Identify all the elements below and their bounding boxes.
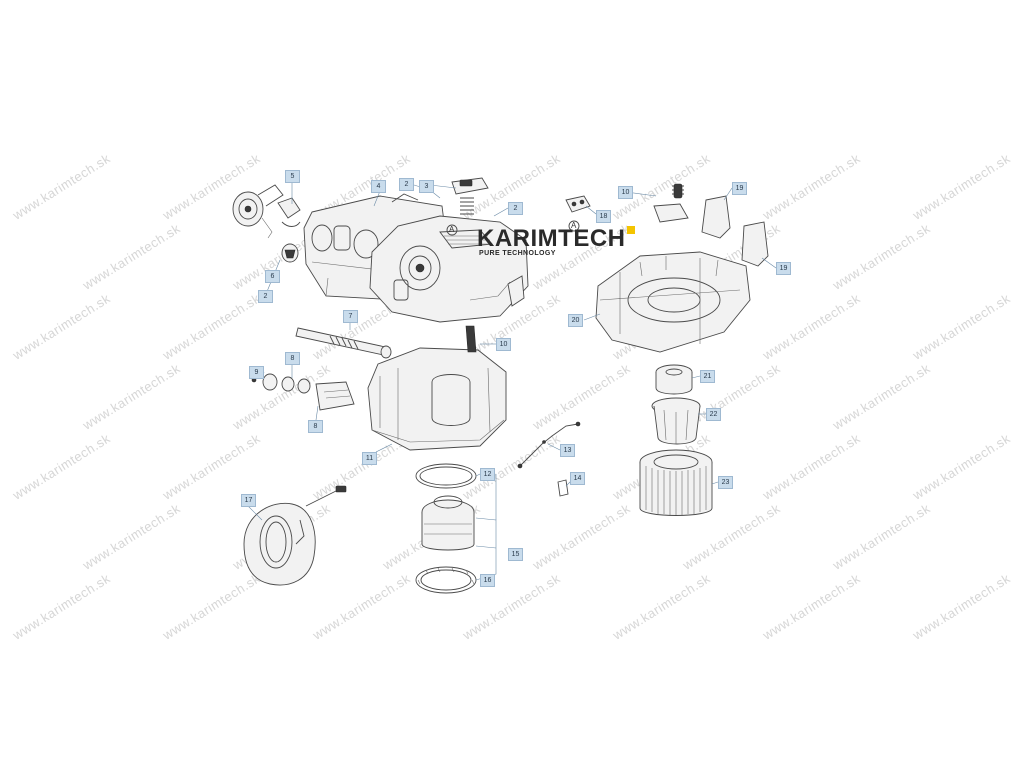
karimtech-logo: KARIMTECH PURE TECHNOLOGY — [477, 225, 635, 257]
callout-10-top: 10 — [618, 186, 633, 199]
part-dial — [281, 243, 299, 263]
callout-19-top: 19 — [732, 182, 747, 195]
part-switch-assembly — [251, 373, 355, 411]
marker-a-right: A — [571, 221, 577, 230]
callout-2-right: 2 — [508, 202, 523, 215]
callout-15: 15 — [508, 548, 523, 561]
callout-8-bottom: 8 — [308, 420, 323, 433]
part-small-clip — [557, 479, 569, 497]
part-filter-basket — [651, 397, 701, 445]
part-seal-ring-top — [415, 463, 477, 489]
part-handle-spring — [451, 177, 489, 215]
part-seal-ring-bottom — [415, 566, 477, 594]
callout-6: 6 — [265, 270, 280, 283]
callout-9: 9 — [249, 366, 264, 379]
part-foam-filter — [655, 364, 693, 395]
part-motor — [421, 495, 475, 551]
part-cartridge-filter — [639, 449, 713, 516]
callout-17: 17 — [241, 494, 256, 507]
part-latch — [565, 183, 689, 223]
part-cable-reel — [243, 485, 347, 586]
callout-16: 16 — [480, 574, 495, 587]
callout-7: 7 — [343, 310, 358, 323]
part-clips — [701, 195, 769, 267]
part-rod-spring — [295, 327, 392, 359]
logo-accent-square — [626, 226, 635, 234]
callout-10-mid: 10 — [496, 338, 511, 351]
callout-2-left: 2 — [258, 290, 273, 303]
callout-2-top: 2 — [399, 178, 414, 191]
callout-19-bottom: 19 — [776, 262, 791, 275]
callout-18: 18 — [596, 210, 611, 223]
callout-5: 5 — [285, 170, 300, 183]
part-marker-a — [446, 220, 580, 236]
callout-21: 21 — [700, 370, 715, 383]
part-cable-harness — [517, 421, 581, 469]
part-motor-head — [369, 215, 529, 323]
callout-4: 4 — [371, 180, 386, 193]
part-socket-assembly — [232, 184, 301, 239]
marker-a-left: A — [449, 225, 455, 234]
callout-13: 13 — [560, 444, 575, 457]
callout-14: 14 — [570, 472, 585, 485]
callout-3: 3 — [419, 180, 434, 193]
callout-12: 12 — [480, 468, 495, 481]
callout-8-top: 8 — [285, 352, 300, 365]
callout-11: 11 — [362, 452, 377, 465]
callout-23: 23 — [718, 476, 733, 489]
part-tank-frame — [595, 251, 751, 353]
logo-wordmark: KARIMTECH — [477, 225, 626, 252]
logo-tagline: PURE TECHNOLOGY — [479, 250, 556, 257]
callout-22: 22 — [706, 408, 721, 421]
part-base-housing — [367, 325, 507, 451]
callout-20: 20 — [568, 314, 583, 327]
